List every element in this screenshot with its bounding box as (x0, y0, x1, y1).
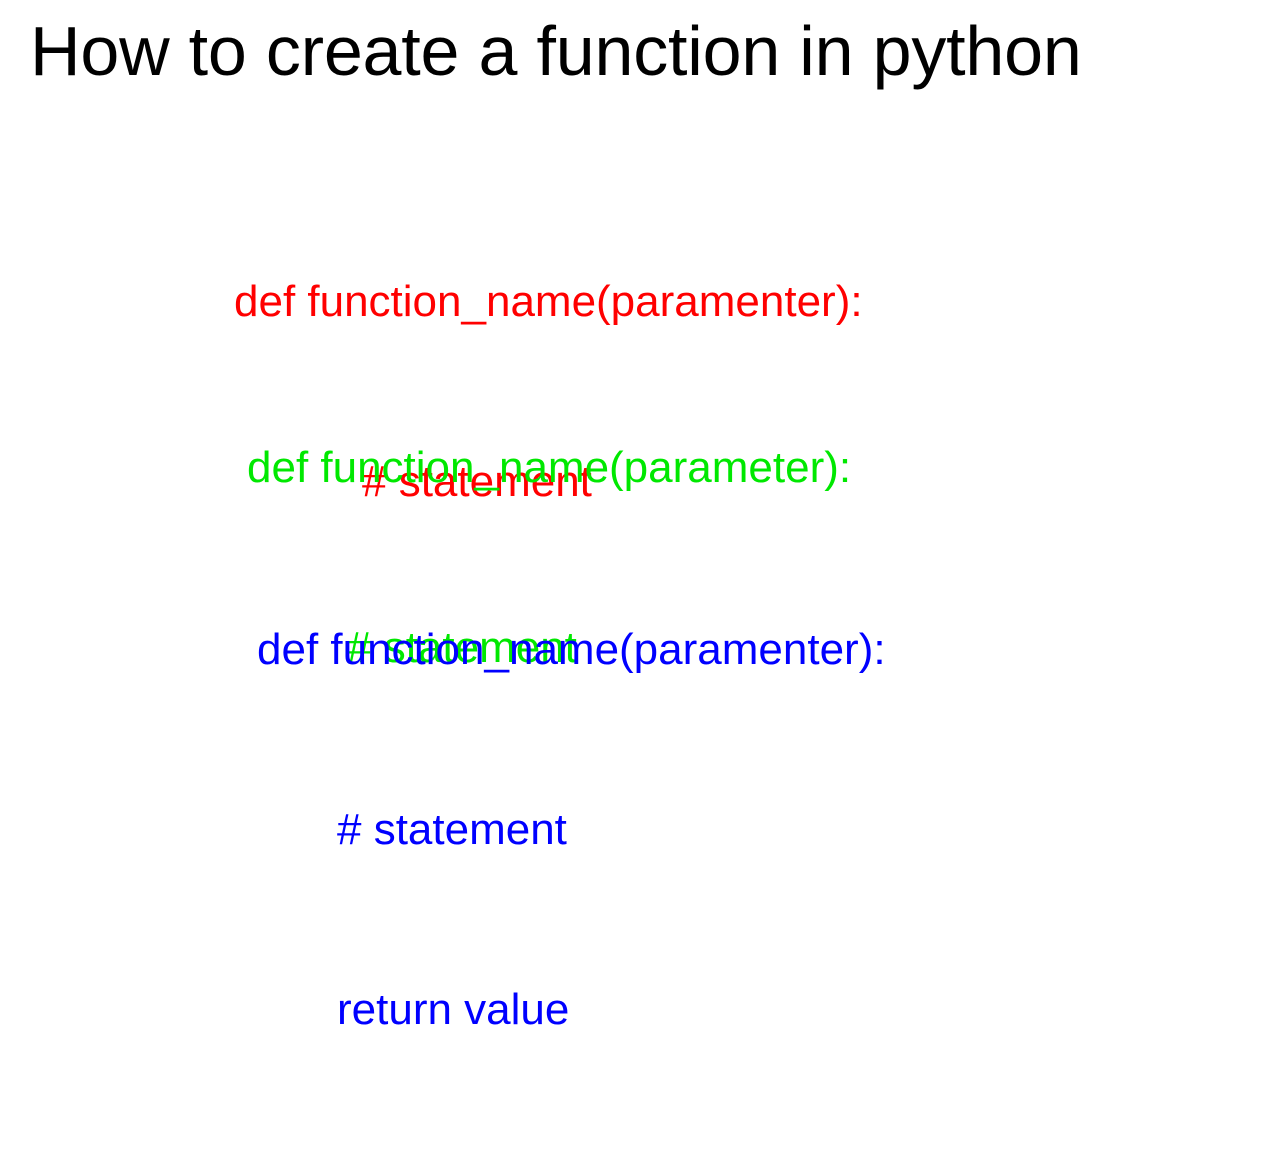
code-block-blue: def function_name(paramenter): # stateme… (0, 500, 886, 1160)
code-block-green: def function_name(parameter): # statemen… (0, 318, 851, 798)
code-line-blue-def: def function_name(paramenter): (257, 625, 886, 674)
slide-canvas: How to create a function in python def f… (0, 12, 1082, 1034)
code-line-blue-return: return value (337, 985, 570, 1034)
code-line-green-statement: # statement (347, 623, 577, 672)
page-title: How to create a function in python (30, 12, 1082, 90)
code-line-green-def: def function_name(parameter): (247, 443, 852, 492)
code-line-red-statement: # statement (362, 457, 592, 506)
code-block-red: def function_name(paramenter): # stateme… (0, 152, 863, 632)
code-line-blue-statement: # statement (337, 805, 567, 854)
code-line-red-def: def function_name(paramenter): (234, 277, 863, 326)
